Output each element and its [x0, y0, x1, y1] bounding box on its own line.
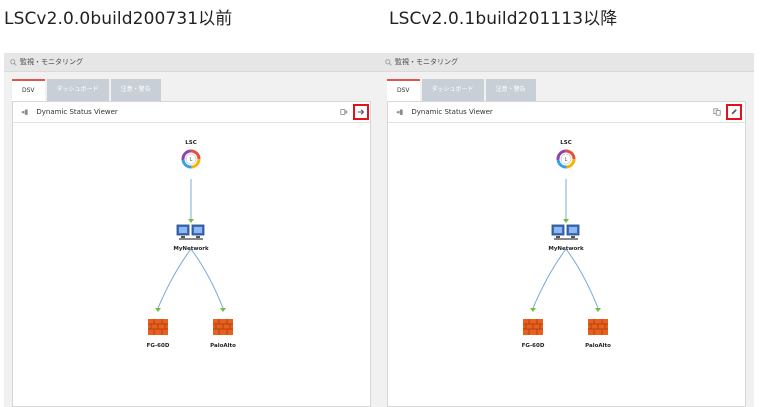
tab-dsv[interactable]: DSV [387, 79, 420, 101]
search-icon [385, 58, 392, 66]
card-header: ◂▮ Dynamic Status Viewer [388, 102, 745, 123]
tab-dashboard[interactable]: ダッシュボード [421, 79, 484, 101]
lsc-ring-icon[interactable]: L [556, 149, 576, 169]
panel-right: 監視・モニタリング DSV ダッシュボード 注意・警告 ◂▮ Dynamic S… [379, 53, 754, 407]
firewall-icon[interactable] [148, 319, 168, 335]
topology-view: LSC L MyNetwork [388, 123, 745, 406]
topology-view: LSC L MyNetwork [13, 123, 370, 406]
firewall-icon[interactable] [213, 319, 233, 335]
card-title: Dynamic Status Viewer [411, 108, 493, 116]
tab-bar: DSV ダッシュボード 注意・警告 [387, 79, 538, 101]
breadcrumb-label: 監視・モニタリング [20, 58, 83, 66]
node-label-fw2: PaloAlto [210, 343, 236, 349]
breadcrumb-label: 監視・モニタリング [395, 58, 458, 66]
node-label-fw2: PaloAlto [585, 343, 611, 349]
tab-bar: DSV ダッシュボード 注意・警告 [12, 79, 163, 101]
breadcrumb-bar: 監視・モニタリング [4, 53, 379, 72]
card-header: ◂▮ Dynamic Status Viewer [13, 102, 370, 123]
export-icon[interactable] [339, 107, 349, 117]
pin-icon[interactable]: ◂▮ [396, 108, 404, 116]
node-label-lsc: LSC [185, 140, 197, 146]
edit-pencil-icon[interactable] [726, 104, 742, 120]
version-title-right: LSCv2.0.1build201113以降 [389, 9, 618, 29]
node-label-fw1: FG-60D [146, 343, 170, 349]
breadcrumb-bar: 監視・モニタリング [379, 53, 754, 72]
pin-icon[interactable]: ◂▮ [21, 108, 29, 116]
dsv-card: ◂▮ Dynamic Status Viewer LSC [12, 101, 371, 407]
svg-text:L: L [190, 157, 193, 163]
network-icon[interactable] [176, 224, 206, 242]
tab-dsv[interactable]: DSV [12, 79, 45, 101]
node-label-network: MyNetwork [173, 246, 209, 252]
version-title-left: LSCv2.0.0build200731以前 [4, 9, 233, 29]
search-icon [10, 58, 17, 66]
card-title: Dynamic Status Viewer [36, 108, 118, 116]
firewall-icon[interactable] [588, 319, 608, 335]
node-label-fw1: FG-60D [521, 343, 545, 349]
tab-alerts[interactable]: 注意・警告 [485, 79, 536, 101]
network-icon[interactable] [551, 224, 581, 242]
lsc-ring-icon[interactable]: L [181, 149, 201, 169]
dsv-card: ◂▮ Dynamic Status Viewer LSC [387, 101, 746, 407]
firewall-icon[interactable] [523, 319, 543, 335]
tab-alerts[interactable]: 注意・警告 [110, 79, 161, 101]
node-label-network: MyNetwork [548, 246, 584, 252]
svg-text:L: L [565, 157, 568, 163]
arrow-right-icon[interactable] [353, 104, 369, 120]
tab-dashboard[interactable]: ダッシュボード [46, 79, 109, 101]
node-label-lsc: LSC [560, 140, 572, 146]
copy-icon[interactable] [712, 107, 722, 117]
panel-left: 監視・モニタリング DSV ダッシュボード 注意・警告 ◂▮ Dynamic S… [4, 53, 379, 407]
